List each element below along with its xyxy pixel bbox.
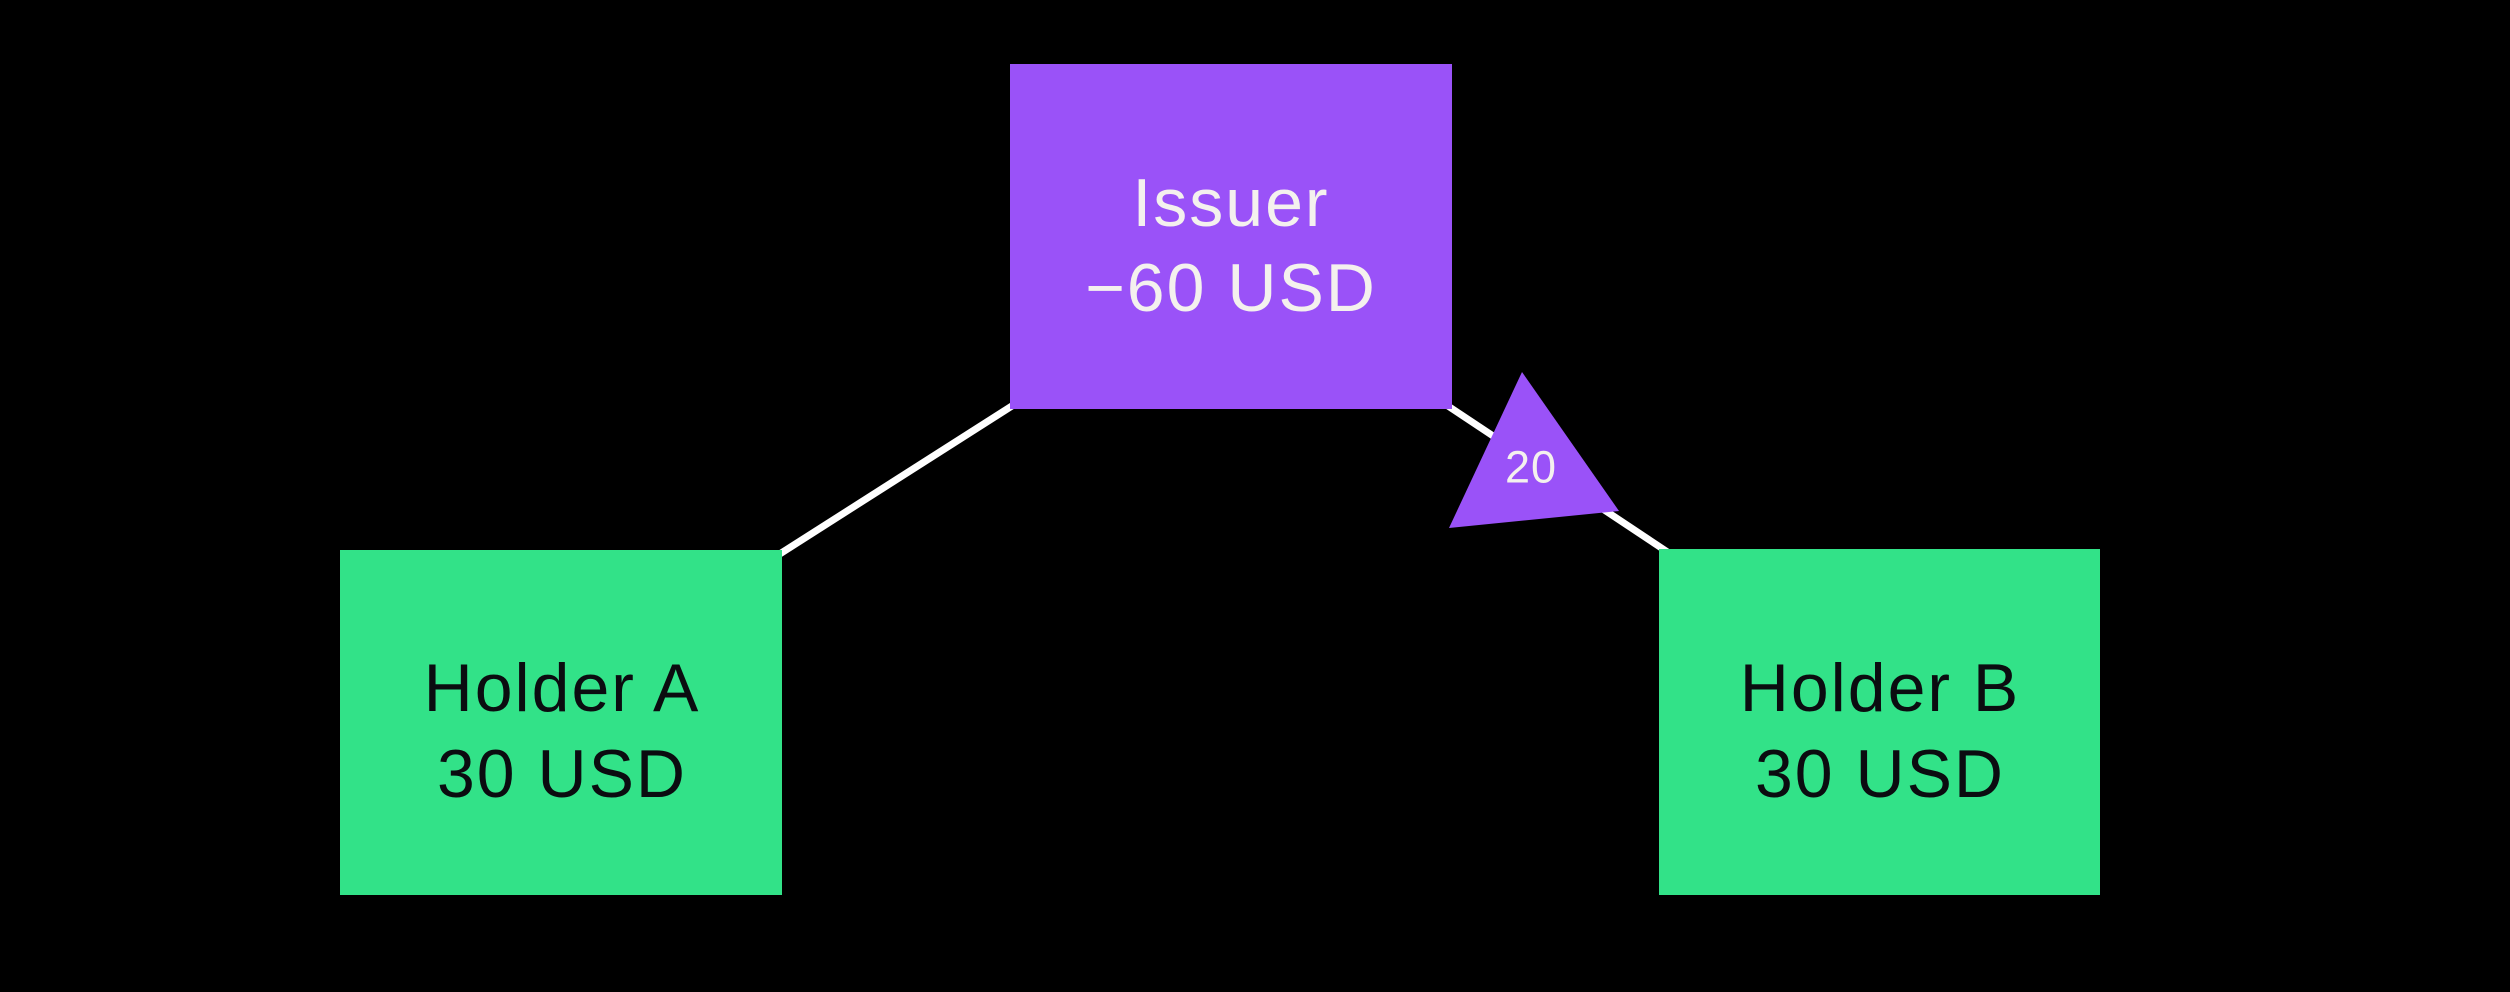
node-holder-a <box>340 550 782 895</box>
edge-amount-label: 20 <box>1505 442 1557 493</box>
node-holder-b-amount: 30 USD <box>1755 736 2005 812</box>
arrowhead-icon <box>1449 372 1619 528</box>
connector-holder-a-issuer <box>773 401 1017 560</box>
node-holder-b <box>1659 549 2100 895</box>
node-holder-a-name: Holder A <box>424 650 701 726</box>
node-issuer-amount: −60 USD <box>1085 250 1377 326</box>
node-issuer <box>1010 64 1452 409</box>
node-issuer-name: Issuer <box>1132 165 1329 241</box>
node-holder-b-name: Holder B <box>1740 650 2021 726</box>
node-holder-a-amount: 30 USD <box>437 736 687 812</box>
